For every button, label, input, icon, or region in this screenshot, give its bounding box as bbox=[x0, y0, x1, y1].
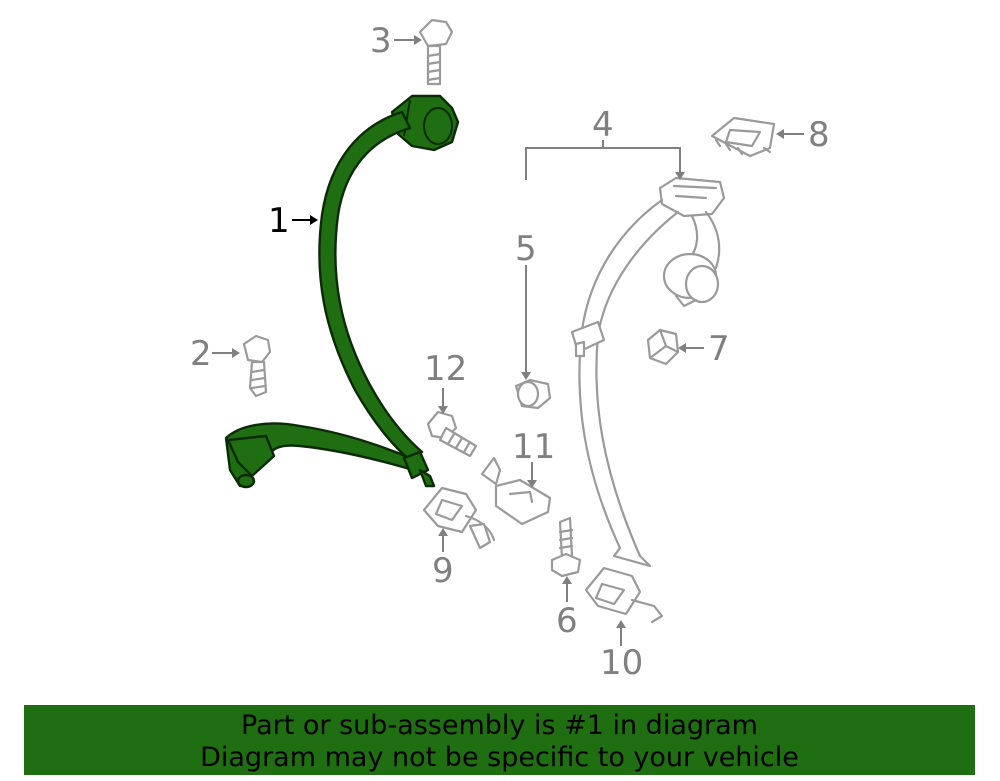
part-6-bolt[interactable] bbox=[550, 516, 582, 578]
callout-9: 9 bbox=[432, 551, 454, 591]
part-1-seat-belt-assembly[interactable] bbox=[224, 94, 460, 489]
callout-1: 1 bbox=[268, 201, 290, 241]
callout-8: 8 bbox=[808, 115, 830, 155]
parts-diagram: 1 2 3 4 5 6 7 8 9 10 11 12 bbox=[190, 18, 830, 683]
callout-6: 6 bbox=[556, 601, 578, 641]
callout-3: 3 bbox=[370, 21, 392, 61]
part-11-bracket[interactable] bbox=[480, 456, 552, 526]
callout-5: 5 bbox=[515, 229, 537, 269]
callout-4: 4 bbox=[592, 105, 614, 145]
callout-2: 2 bbox=[190, 334, 212, 374]
notice-line-1: Part or sub-assembly is #1 in diagram bbox=[241, 710, 758, 741]
callout-10: 10 bbox=[600, 643, 643, 683]
part-7-nut[interactable] bbox=[646, 328, 680, 366]
part-2-bolt[interactable] bbox=[242, 334, 272, 398]
callout-7: 7 bbox=[708, 329, 730, 369]
part-9-buckle[interactable] bbox=[422, 486, 496, 550]
part-10-buckle[interactable] bbox=[584, 566, 664, 624]
callout-12: 12 bbox=[424, 349, 467, 389]
notice-banner: Part or sub-assembly is #1 in diagram Di… bbox=[24, 705, 975, 775]
part-3-bolt[interactable] bbox=[418, 18, 454, 86]
part-5-clip[interactable] bbox=[514, 378, 552, 410]
part-8-cover[interactable] bbox=[710, 116, 776, 158]
part-12-bolt[interactable] bbox=[426, 410, 478, 458]
callout-11: 11 bbox=[512, 427, 555, 467]
notice-line-2: Diagram may not be specific to your vehi… bbox=[200, 742, 799, 773]
part-4-seat-belt-assembly[interactable] bbox=[570, 176, 726, 568]
leader-arrows bbox=[212, 35, 804, 646]
